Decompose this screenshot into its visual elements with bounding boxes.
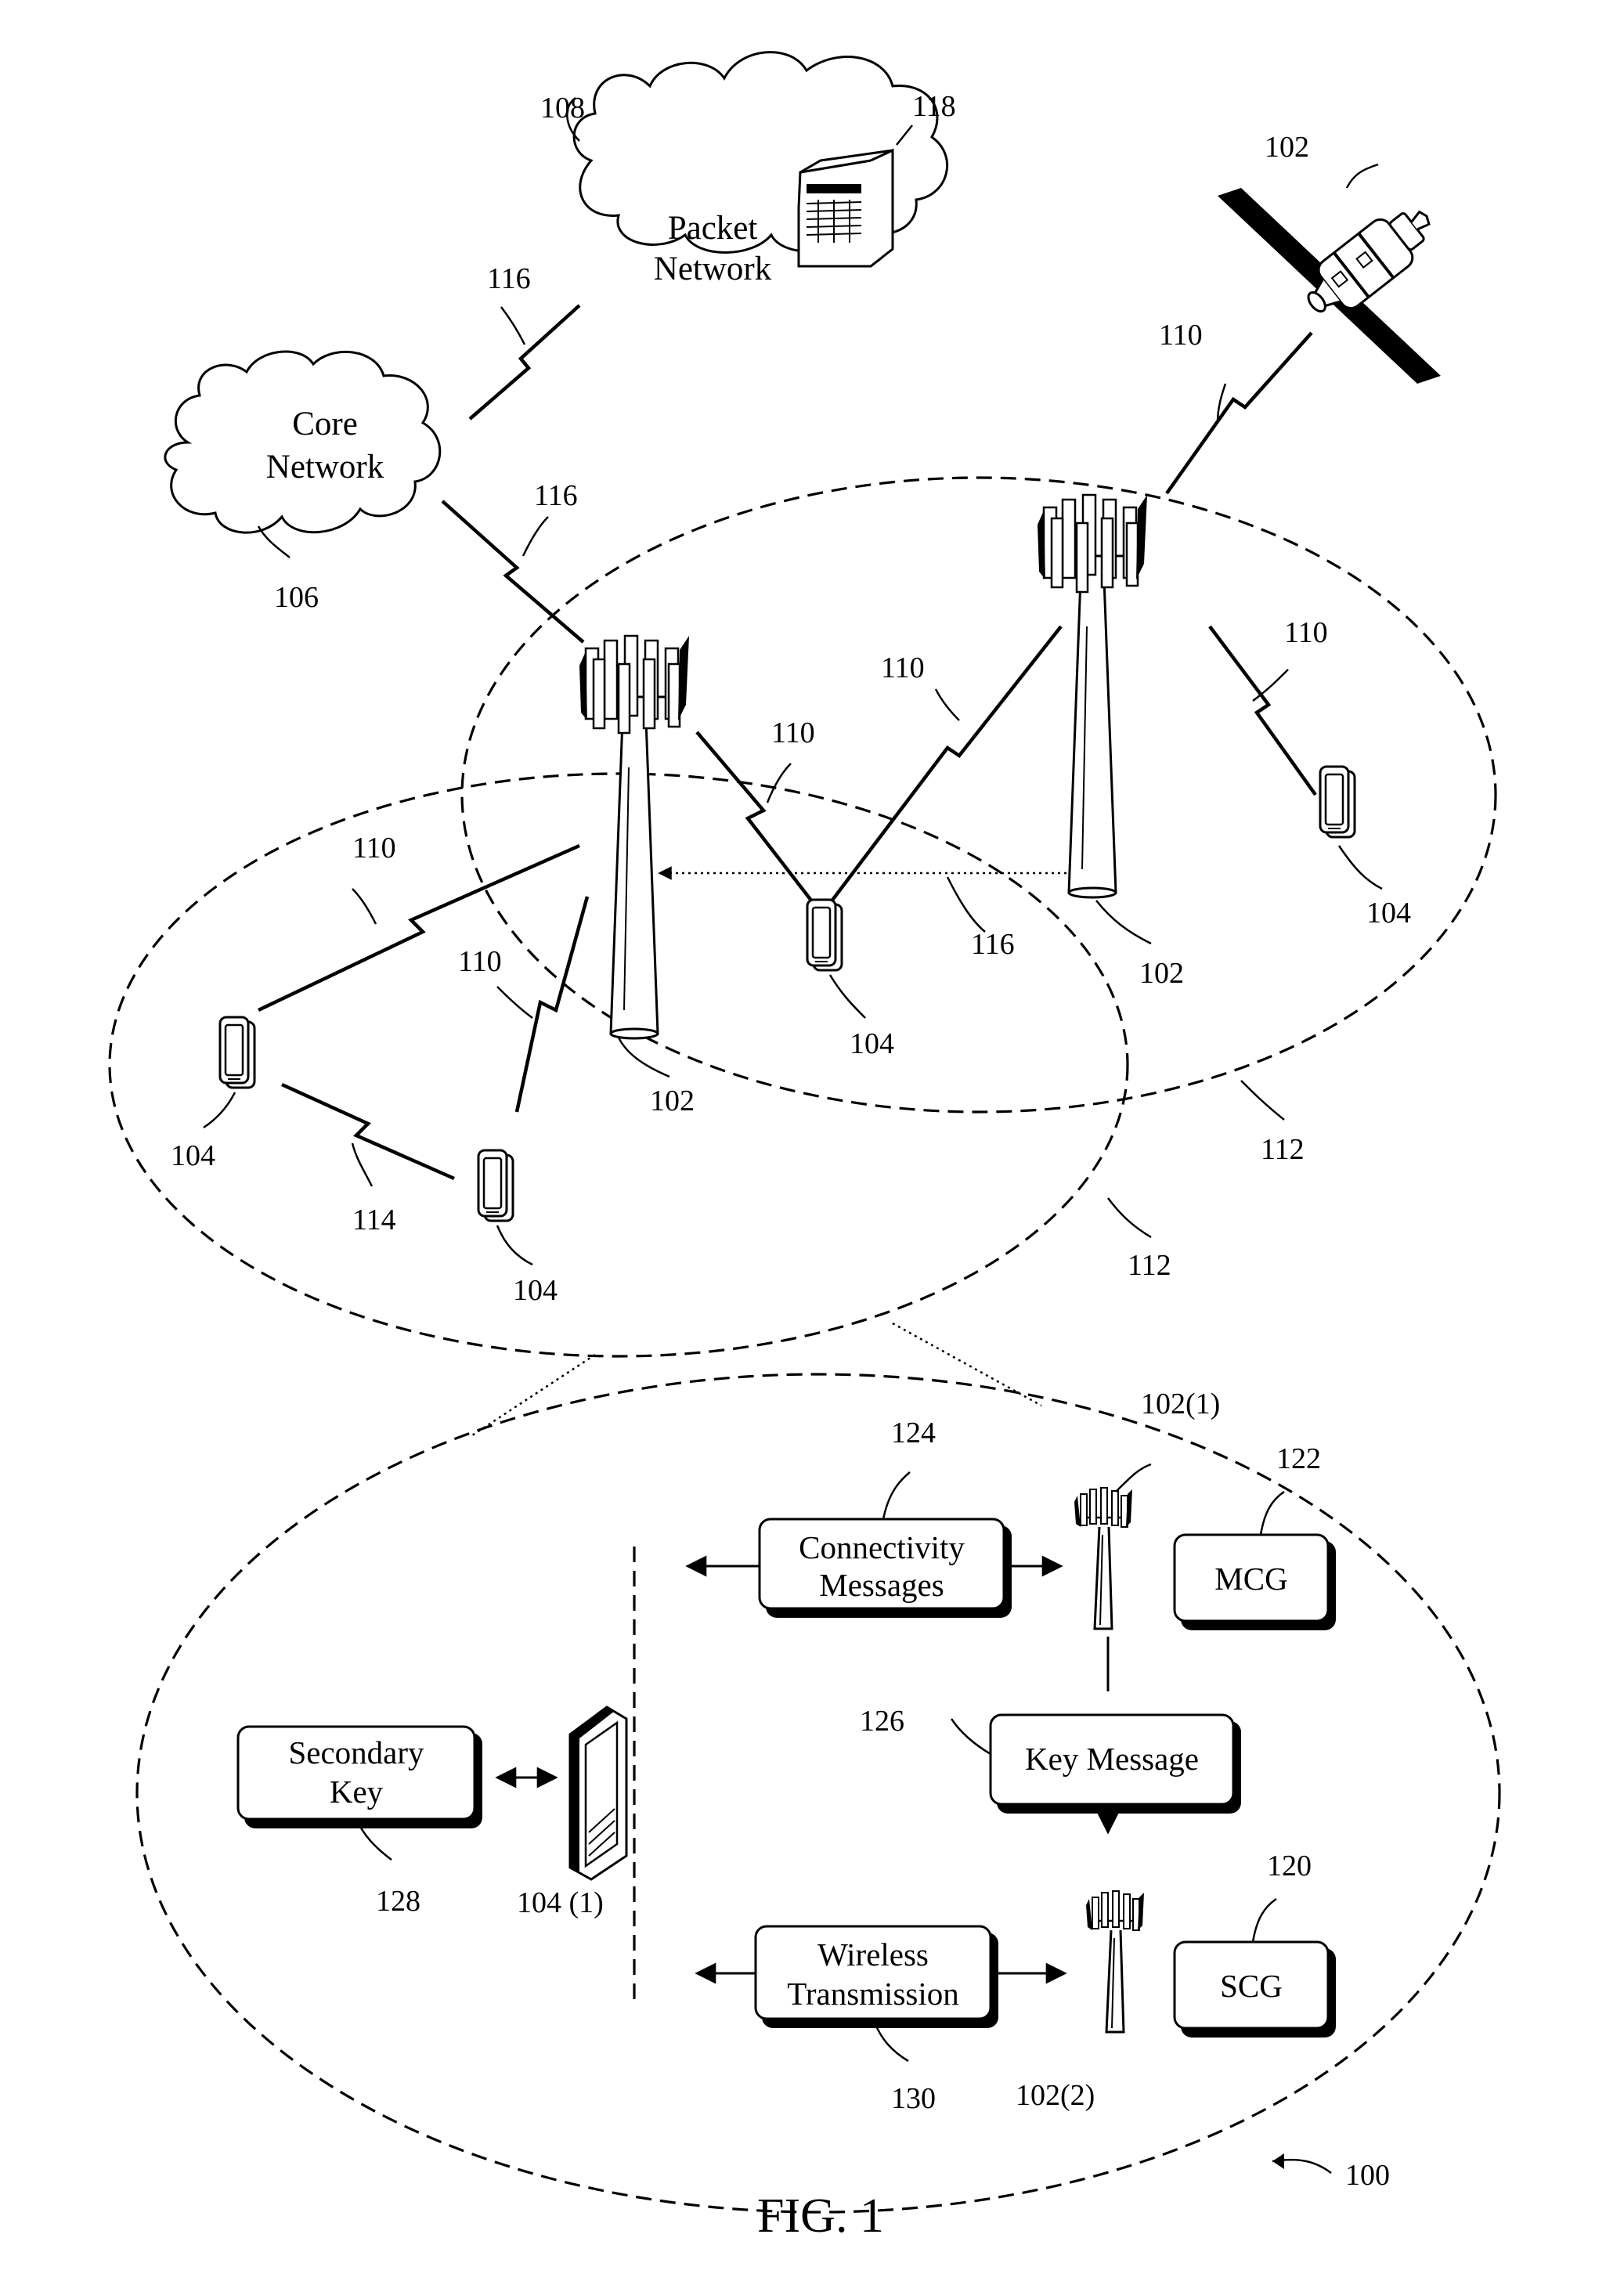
satellite-ref: 102	[1265, 131, 1309, 164]
satellite-icon: 102	[1218, 131, 1441, 384]
backhaul-link-core-bs	[441, 500, 585, 644]
wireless-right-ue-ref: 110	[1284, 616, 1328, 649]
core-network-leader	[257, 525, 291, 558]
secondary-key-box: Secondary Key	[236, 1725, 482, 1828]
detail-area	[135, 1373, 1501, 2214]
wireless-link-left-bs-ue-a	[258, 843, 580, 1012]
mcg-label: MCG	[1214, 1561, 1287, 1597]
packet-network-line1: Packet	[668, 210, 758, 247]
backhaul-bs-bs-ref: 116	[971, 928, 1015, 961]
ue-middle-leader	[828, 974, 866, 1019]
connectivity-ref: 124	[891, 1417, 936, 1449]
backhaul-core-packet-ref: 116	[487, 262, 531, 295]
wireless-left-middle-ref: 110	[771, 716, 815, 749]
ue-detail	[568, 1705, 628, 1881]
ue-left-ref: 104	[171, 1139, 215, 1172]
wireless-transmission-line1: Wireless	[817, 1936, 929, 1973]
coverage-area-lower	[108, 772, 1129, 1358]
system-ref: 100	[1345, 2159, 1390, 2192]
wireless-link-left-bs-ue-b	[514, 896, 590, 1113]
connectivity-leader	[882, 1471, 911, 1520]
scg-label: SCG	[1220, 1968, 1283, 2004]
ue-middle	[806, 898, 843, 972]
base-station-right	[1036, 493, 1149, 899]
bs-left-ref: 102	[650, 1085, 695, 1117]
figure-caption: FIG. 1	[757, 2189, 884, 2243]
core-network-ref: 106	[274, 581, 319, 614]
connectivity-line2: Messages	[819, 1567, 944, 1603]
server-ref-label: 118	[912, 90, 956, 123]
ue-left-leader	[203, 1092, 236, 1129]
packet-network-cloud: Packet Network	[572, 51, 949, 287]
key-message-ref: 126	[860, 1705, 904, 1738]
coverage-upper-ref: 112	[1261, 1133, 1305, 1166]
wireless-link-right-ue	[1208, 625, 1317, 796]
mcg-box: MCG	[1173, 1533, 1336, 1630]
bs-left-leader	[617, 1037, 670, 1078]
zoom-line-left	[469, 1353, 596, 1438]
key-message-box: Key Message	[989, 1713, 1241, 1814]
server-icon: 118	[797, 90, 956, 268]
coverage-area-upper	[460, 476, 1497, 1114]
packet-network-leader	[566, 96, 580, 142]
packet-network-ref: 108	[540, 92, 585, 125]
connectivity-line1: Connectivity	[799, 1529, 965, 1565]
bs-right-ref: 102	[1139, 957, 1184, 990]
connectivity-messages-box: Connectivity Messages	[758, 1518, 1012, 1618]
key-message-label: Key Message	[1025, 1741, 1199, 1777]
ue-lower-ref: 104	[513, 1274, 558, 1307]
secondary-node-tower	[1084, 1890, 1146, 2034]
wireless-transmission-ref: 130	[891, 2082, 936, 2115]
wireless-left-ue-a-ref: 110	[352, 832, 396, 864]
wireless-link-left-bs-middle-ue	[695, 731, 816, 906]
coverage-upper-leader	[1240, 1080, 1285, 1121]
wireless-transmission-box: Wireless Transmission	[754, 1925, 998, 2028]
primary-node-leader	[1115, 1463, 1152, 1493]
core-network-line1: Core	[292, 406, 358, 442]
secondary-node-label: 102(2)	[1016, 2079, 1095, 2112]
backhaul-link-core-packet	[468, 304, 581, 421]
ue-lower	[477, 1149, 514, 1222]
scg-leader	[1251, 1897, 1277, 1943]
primary-node-tower	[1073, 1486, 1134, 1630]
wireless-transmission-leader	[872, 2018, 909, 2063]
wireless-transmission-line2: Transmission	[787, 1976, 959, 2012]
coverage-lower-leader	[1107, 1197, 1152, 1239]
ue-detail-label: 104 (1)	[517, 1886, 604, 1919]
wireless-right-middle-ref: 110	[881, 652, 925, 684]
satellite-link-ref: 110	[1159, 319, 1203, 352]
secondary-key-leader	[355, 1818, 392, 1861]
mcg-leader	[1259, 1490, 1285, 1536]
packet-network-line2: Network	[654, 251, 772, 287]
secondary-key-line2: Key	[330, 1774, 384, 1810]
wireless-left-ue-b-ref: 110	[458, 945, 502, 978]
ue-middle-ref: 104	[850, 1027, 894, 1060]
secondary-key-line1: Secondary	[288, 1734, 424, 1770]
ue-left	[218, 1016, 256, 1089]
coverage-lower-ref: 112	[1128, 1249, 1171, 1282]
ue-lower-leader	[496, 1225, 533, 1266]
satellite-link	[1165, 331, 1313, 495]
base-station-left	[578, 634, 691, 1040]
core-network-cloud: Core Network	[164, 350, 442, 534]
secondary-key-ref: 128	[376, 1885, 420, 1918]
wireless-link-right-bs-middle-ue	[825, 625, 1063, 910]
ue-right-leader	[1337, 845, 1383, 890]
mcg-ref: 122	[1276, 1442, 1321, 1475]
scg-ref: 120	[1267, 1850, 1312, 1882]
key-message-leader	[950, 1718, 991, 1756]
sidelink-ref: 114	[352, 1204, 396, 1236]
primary-node-label: 102(1)	[1141, 1388, 1220, 1420]
core-network-line2: Network	[266, 449, 384, 485]
bs-right-leader	[1095, 900, 1152, 945]
scg-box: SCG	[1173, 1940, 1336, 2038]
backhaul-core-bs-ref: 116	[534, 479, 578, 512]
ue-right-ref: 104	[1366, 897, 1411, 929]
ue-right	[1319, 765, 1356, 839]
sidelink	[281, 1082, 455, 1181]
